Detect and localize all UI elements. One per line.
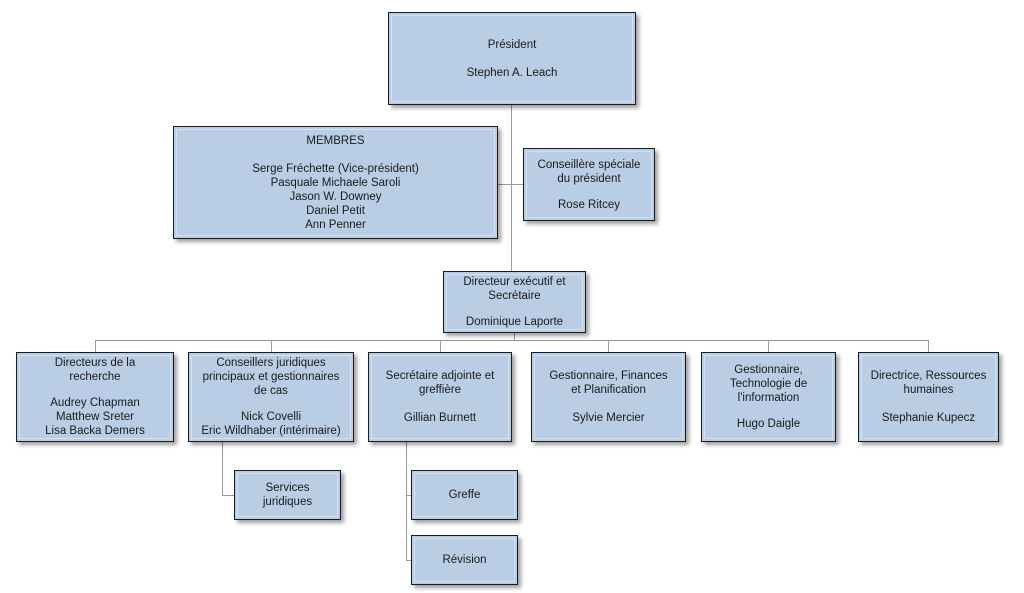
connector-secretaire-drop bbox=[406, 442, 407, 561]
connector-juridiques-drop bbox=[222, 442, 223, 495]
node-directeur-executif[interactable]: Directeur exécutif et Secrétaire Dominiq… bbox=[443, 271, 586, 333]
node-directeur-executif-names: Dominique Laporte bbox=[465, 316, 564, 328]
node-gestionnaire-finances-title: Gestionnaire, Finances et Planification bbox=[549, 370, 668, 396]
node-gestionnaire-ti-title: Gestionnaire, Technologie de l'informati… bbox=[729, 364, 808, 404]
node-revision-title: Révision bbox=[442, 554, 487, 566]
node-membres-title: MEMBRES bbox=[306, 134, 365, 147]
node-president-names: Stephen A. Leach bbox=[466, 66, 558, 79]
node-conseillers-juridiques[interactable]: Conseillers juridiques principaux et ges… bbox=[188, 352, 354, 442]
connector-drop-juridiques bbox=[271, 340, 272, 352]
node-directeurs-recherche[interactable]: Directeurs de la recherche Audrey Chapma… bbox=[16, 352, 174, 442]
node-conseillers-juridiques-names: Nick Covelli Eric Wildhaber (intérimaire… bbox=[201, 411, 341, 437]
node-conseillere-speciale-names: Rose Ritcey bbox=[558, 198, 620, 211]
node-gestionnaire-finances[interactable]: Gestionnaire, Finances et Planification … bbox=[531, 352, 686, 442]
node-secretaire-adjointe[interactable]: Secrétaire adjointe et greffière Gillian… bbox=[368, 352, 512, 442]
node-conseillere-speciale[interactable]: Conseillère spéciale du président Rose R… bbox=[523, 148, 655, 221]
connector-secretaire-to-greffe bbox=[406, 495, 412, 496]
node-directrice-rh-title: Directrice, Ressources humaines bbox=[870, 370, 987, 396]
node-gestionnaire-ti-names: Hugo Daigle bbox=[736, 418, 801, 430]
node-greffe-title: Greffe bbox=[448, 489, 481, 501]
connector-president-spine bbox=[511, 105, 512, 271]
node-membres-names: Serge Fréchette (Vice-président) Pasqual… bbox=[252, 162, 419, 231]
connector-drop-recherche bbox=[95, 340, 96, 352]
node-conseillere-speciale-title: Conseillère spéciale du président bbox=[537, 158, 641, 185]
node-directeurs-recherche-title: Directeurs de la recherche bbox=[54, 357, 136, 383]
connector-drop-finances bbox=[608, 340, 609, 352]
connector-drop-ti bbox=[768, 340, 769, 352]
node-gestionnaire-ti[interactable]: Gestionnaire, Technologie de l'informati… bbox=[701, 352, 836, 442]
node-president[interactable]: Président Stephen A. Leach bbox=[388, 12, 636, 105]
node-gestionnaire-finances-names: Sylvie Mercier bbox=[572, 412, 645, 424]
connector-drop-rh bbox=[928, 340, 929, 352]
connector-spine-to-conseillere bbox=[511, 184, 524, 185]
node-conseillers-juridiques-title: Conseillers juridiques principaux et ges… bbox=[202, 357, 340, 397]
connector-directeur-drop bbox=[514, 333, 515, 340]
node-services-juridiques[interactable]: Services juridiques bbox=[234, 470, 341, 520]
node-greffe[interactable]: Greffe bbox=[411, 470, 518, 520]
node-secretaire-adjointe-title: Secrétaire adjointe et greffière bbox=[385, 370, 495, 396]
node-directrice-rh[interactable]: Directrice, Ressources humaines Stephani… bbox=[858, 352, 999, 442]
connector-juridiques-to-servjur bbox=[222, 495, 235, 496]
connector-drop-secretaire bbox=[440, 340, 441, 352]
connector-distribution-bar bbox=[95, 340, 929, 341]
node-president-title: Président bbox=[487, 38, 537, 51]
node-directeurs-recherche-names: Audrey Chapman Matthew Sreter Lisa Backa… bbox=[45, 397, 145, 437]
node-directeur-executif-title: Directeur exécutif et Secrétaire bbox=[463, 276, 566, 302]
connector-membres-to-spine bbox=[498, 184, 512, 185]
node-revision[interactable]: Révision bbox=[411, 535, 518, 585]
node-directrice-rh-names: Stephanie Kupecz bbox=[881, 412, 976, 424]
node-services-juridiques-title: Services juridiques bbox=[262, 482, 313, 508]
connector-secretaire-to-revision bbox=[406, 560, 412, 561]
node-secretaire-adjointe-names: Gillian Burnett bbox=[403, 412, 477, 424]
node-membres[interactable]: MEMBRES Serge Fréchette (Vice-président)… bbox=[173, 126, 498, 239]
